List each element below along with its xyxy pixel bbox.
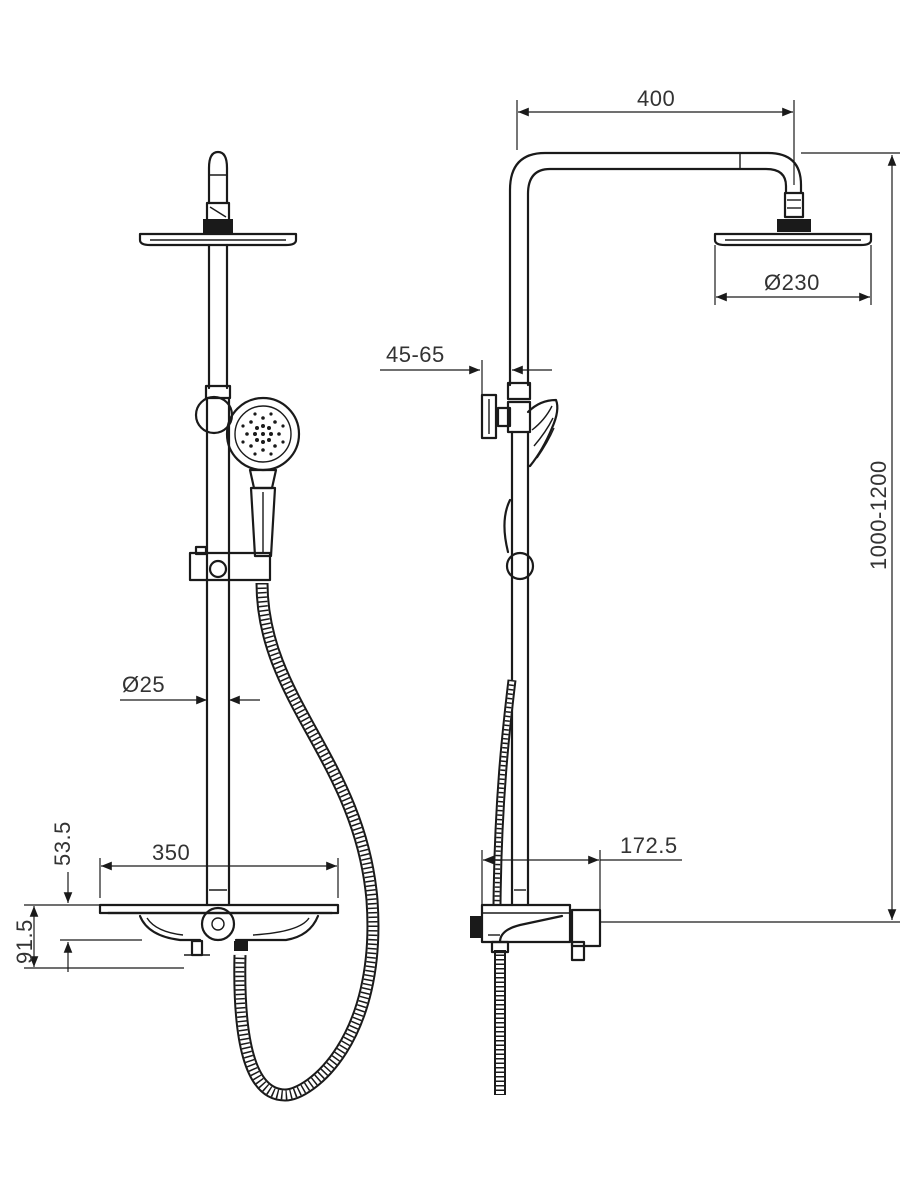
side-hand-shower [526,398,559,468]
front-head-connector [203,201,233,233]
dim-shelf-height: 53.5 [50,821,142,972]
shelf-projection-label: 172.5 [620,833,678,858]
head-diameter-label: Ø230 [764,270,820,295]
dim-head-diameter: Ø230 [714,245,872,305]
hand-shower-nozzles [241,412,285,456]
side-hose [492,679,517,1095]
shelf-width-label: 350 [152,840,190,865]
dim-arm-length: 400 [516,86,795,185]
rail-diameter-label: Ø25 [122,672,165,697]
dim-rail-diameter: Ø25 [120,672,260,705]
front-upper-pipe [207,243,229,390]
side-slide-holder [503,498,535,581]
side-shower-head [713,232,873,247]
front-view: Ø25 350 53.5 91.5 [12,150,380,1102]
front-slide-rail [205,396,231,907]
dim-spout-drop: 91.5 [12,904,184,969]
front-wall-bracket [194,384,234,435]
front-hose [233,582,380,1102]
spout-drop-label: 91.5 [12,919,37,964]
front-shelf [98,903,340,957]
front-shower-head [138,232,298,247]
wall-offset-label: 45-65 [386,342,445,367]
dim-shelf-projection: 172.5 [481,833,682,910]
side-wall-bracket [480,381,532,440]
dim-wall-offset: 45-65 [380,342,552,395]
side-mixer [470,903,602,962]
side-view: 400 Ø230 45-65 1000-1200 [380,86,900,1095]
height-range-label: 1000-1200 [866,460,891,570]
shelf-height-label: 53.5 [50,821,75,866]
dim-shelf-width: 350 [99,840,339,898]
side-head-connector [777,191,811,232]
arm-length-label: 400 [637,86,675,111]
front-hand-shower [225,396,301,558]
front-top-pipe [207,150,229,205]
side-riser-and-arm [508,151,803,387]
dim-height-range: 1000-1200 [600,152,900,923]
front-slide-holder [188,545,272,582]
side-slide-rail [510,430,530,907]
